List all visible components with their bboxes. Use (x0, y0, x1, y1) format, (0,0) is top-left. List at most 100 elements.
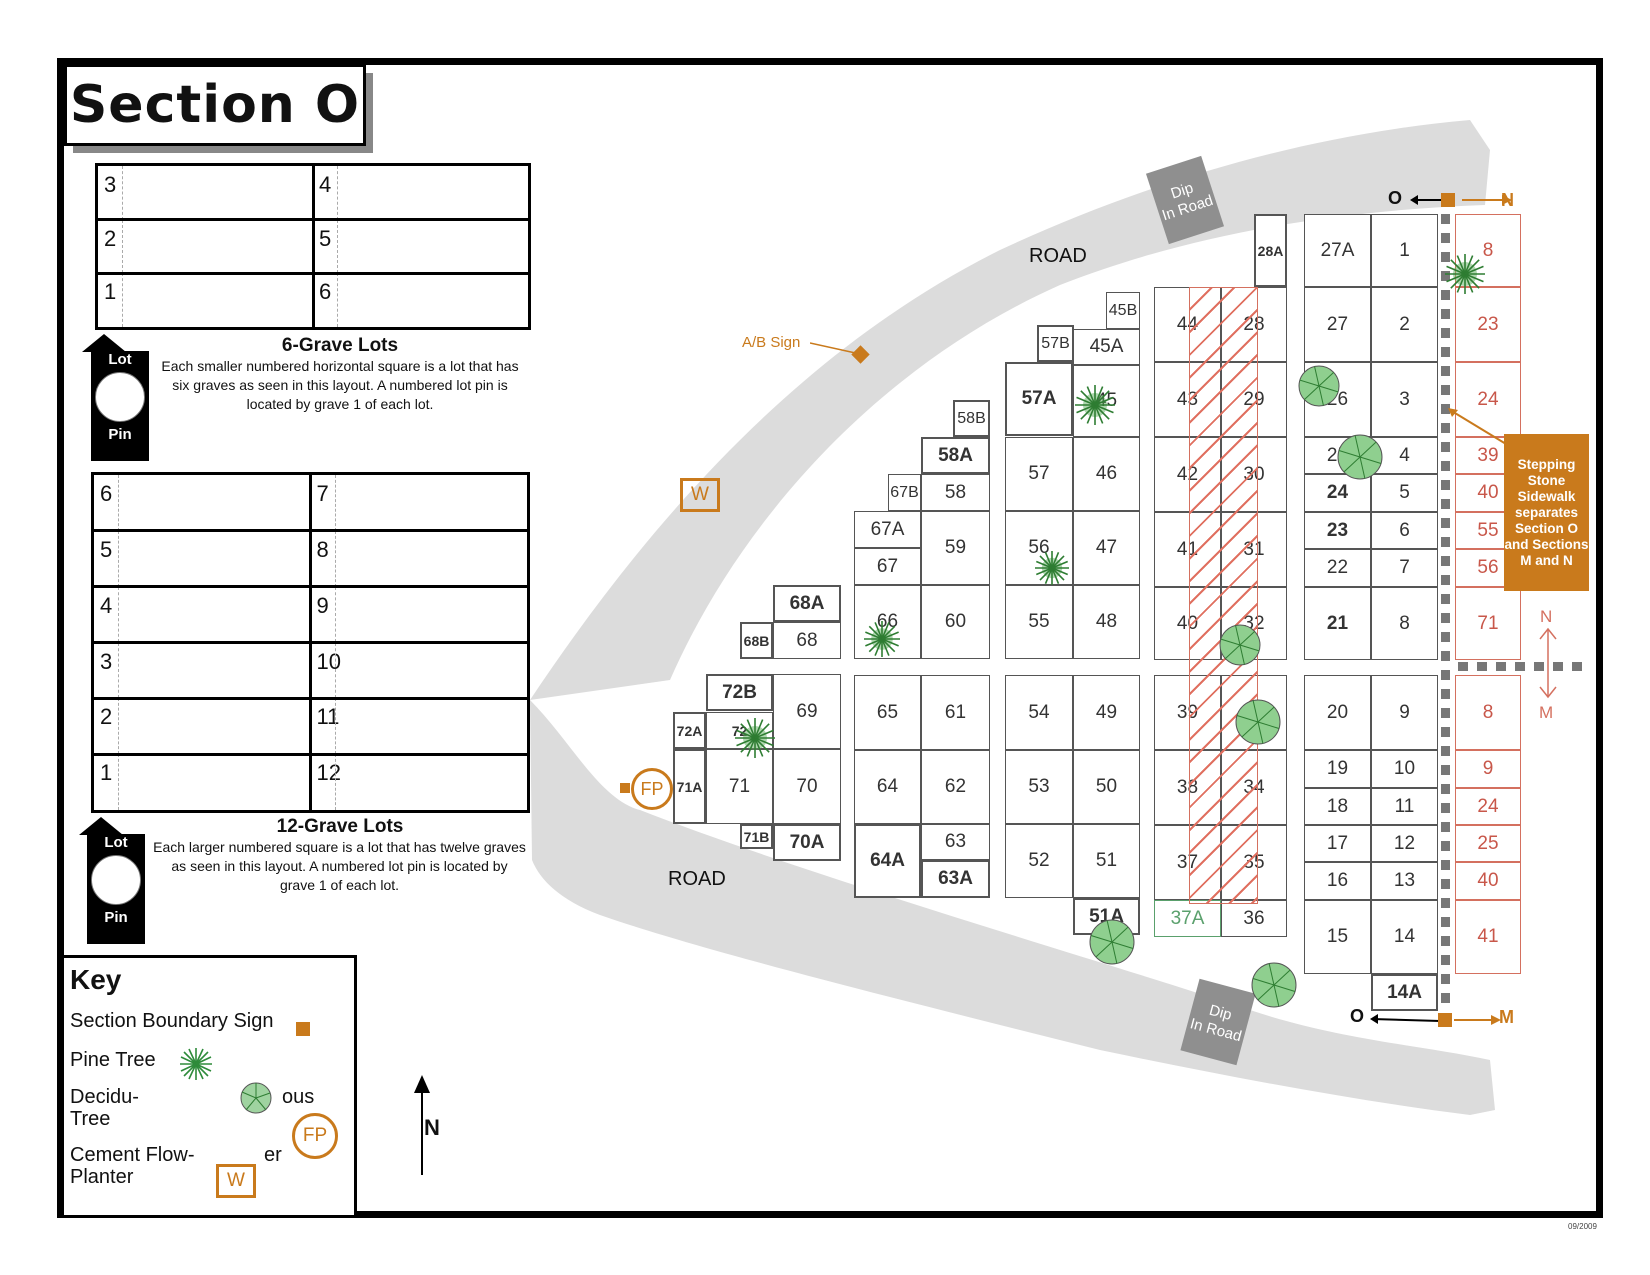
lot-67[interactable]: 67 (854, 548, 921, 585)
lot-64a[interactable]: 64A (854, 824, 921, 898)
lot-42[interactable]: 42 (1154, 437, 1221, 512)
section-m-lot-9[interactable]: 9 (1455, 750, 1521, 788)
lot-58b[interactable]: 58B (953, 400, 990, 437)
lot-15[interactable]: 15 (1304, 900, 1371, 974)
lot-58a[interactable]: 58A (921, 437, 990, 474)
lot-45a[interactable]: 45A (1073, 329, 1140, 365)
lot-61[interactable]: 61 (921, 675, 990, 750)
lot-23[interactable]: 23 (1304, 512, 1371, 549)
lot-34[interactable]: 34 (1221, 750, 1287, 825)
lot-37[interactable]: 37 (1154, 825, 1221, 900)
lot-63a[interactable]: 63A (921, 860, 990, 898)
lot-9[interactable]: 9 (1371, 675, 1438, 750)
lot-70[interactable]: 70 (773, 749, 841, 824)
lot-65[interactable]: 65 (854, 675, 921, 750)
lot-51[interactable]: 51 (1073, 824, 1140, 898)
lot-35[interactable]: 35 (1221, 825, 1287, 900)
lot-33[interactable]: 33 (1221, 675, 1287, 750)
lot-36[interactable]: 36 (1221, 900, 1287, 937)
lot-17[interactable]: 17 (1304, 825, 1371, 862)
lot-54[interactable]: 54 (1005, 675, 1073, 750)
section-n-lot-23[interactable]: 23 (1455, 287, 1521, 362)
lot-44[interactable]: 44 (1154, 287, 1221, 362)
section-m-lot-40[interactable]: 40 (1455, 862, 1521, 900)
lot-38[interactable]: 38 (1154, 750, 1221, 825)
lot-5[interactable]: 5 (1371, 474, 1438, 512)
lot-11[interactable]: 11 (1371, 788, 1438, 825)
section-n-lot-8[interactable]: 8 (1455, 214, 1521, 287)
lot-52[interactable]: 52 (1005, 824, 1073, 898)
lot-59[interactable]: 59 (921, 511, 990, 585)
lot-7[interactable]: 7 (1371, 549, 1438, 587)
lot-57a[interactable]: 57A (1005, 362, 1073, 436)
lot-67b[interactable]: 67B (888, 474, 921, 511)
lot-21[interactable]: 21 (1304, 587, 1371, 660)
lot-72b[interactable]: 72B (706, 674, 773, 711)
lot-27[interactable]: 27 (1304, 287, 1371, 362)
lot-47[interactable]: 47 (1073, 511, 1140, 585)
lot-71[interactable]: 71 (706, 749, 773, 824)
lot-71a[interactable]: 71A (673, 749, 706, 824)
lot-58[interactable]: 58 (921, 474, 990, 511)
lot-46[interactable]: 46 (1073, 437, 1140, 511)
lot-60[interactable]: 60 (921, 585, 990, 659)
lot-56[interactable]: 56 (1005, 511, 1073, 585)
lot-45[interactable]: 45 (1073, 365, 1140, 437)
lot-72[interactable]: 72 (706, 712, 773, 749)
lot-19[interactable]: 19 (1304, 750, 1371, 788)
lot-43[interactable]: 43 (1154, 362, 1221, 437)
lot-71b[interactable]: 71B (740, 824, 773, 849)
lot-49[interactable]: 49 (1073, 675, 1140, 750)
lot-30[interactable]: 30 (1221, 437, 1287, 512)
lot-63[interactable]: 63 (921, 824, 990, 860)
lot-4[interactable]: 4 (1371, 437, 1438, 474)
lot-20[interactable]: 20 (1304, 675, 1371, 750)
lot-22[interactable]: 22 (1304, 549, 1371, 587)
lot-69[interactable]: 69 (773, 674, 841, 749)
lot-53[interactable]: 53 (1005, 750, 1073, 824)
lot-28a[interactable]: 28A (1254, 214, 1287, 287)
lot-24[interactable]: 24 (1304, 474, 1371, 512)
lot-55[interactable]: 55 (1005, 585, 1073, 659)
lot-32[interactable]: 32 (1221, 587, 1287, 660)
lot-31[interactable]: 31 (1221, 512, 1287, 587)
lot-26[interactable]: 26 (1304, 362, 1371, 437)
lot-10[interactable]: 10 (1371, 750, 1438, 788)
lot-68b[interactable]: 68B (740, 622, 773, 659)
lot-64[interactable]: 64 (854, 750, 921, 824)
section-m-lot-24[interactable]: 24 (1455, 788, 1521, 825)
lot-16[interactable]: 16 (1304, 862, 1371, 900)
lot-3[interactable]: 3 (1371, 362, 1438, 437)
lot-18[interactable]: 18 (1304, 788, 1371, 825)
lot-51a[interactable]: 51A (1073, 898, 1140, 935)
lot-14a[interactable]: 14A (1371, 974, 1438, 1011)
section-m-lot-8[interactable]: 8 (1455, 675, 1521, 750)
lot-2[interactable]: 2 (1371, 287, 1438, 362)
lot-37a[interactable]: 37A (1154, 900, 1221, 937)
lot-6[interactable]: 6 (1371, 512, 1438, 549)
lot-57[interactable]: 57 (1005, 437, 1073, 511)
section-m-lot-25[interactable]: 25 (1455, 825, 1521, 862)
lot-67a[interactable]: 67A (854, 511, 921, 548)
lot-48[interactable]: 48 (1073, 585, 1140, 659)
section-n-lot-24[interactable]: 24 (1455, 362, 1521, 437)
lot-41[interactable]: 41 (1154, 512, 1221, 587)
lot-45b[interactable]: 45B (1106, 292, 1140, 329)
lot-28[interactable]: 28 (1221, 287, 1287, 362)
lot-57b[interactable]: 57B (1037, 325, 1074, 362)
lot-70a[interactable]: 70A (773, 824, 841, 861)
lot-1[interactable]: 1 (1371, 214, 1438, 287)
lot-8[interactable]: 8 (1371, 587, 1438, 660)
lot-62[interactable]: 62 (921, 750, 990, 824)
lot-27a[interactable]: 27A (1304, 214, 1371, 287)
lot-13[interactable]: 13 (1371, 862, 1438, 900)
section-n-lot-71[interactable]: 71 (1455, 587, 1521, 660)
lot-39[interactable]: 39 (1154, 675, 1221, 750)
lot-25[interactable]: 25 (1304, 437, 1371, 474)
lot-50[interactable]: 50 (1073, 750, 1140, 824)
section-m-lot-41[interactable]: 41 (1455, 900, 1521, 974)
lot-66[interactable]: 66 (854, 585, 921, 659)
lot-68[interactable]: 68 (773, 622, 841, 659)
lot-14[interactable]: 14 (1371, 900, 1438, 974)
lot-68a[interactable]: 68A (773, 585, 841, 622)
